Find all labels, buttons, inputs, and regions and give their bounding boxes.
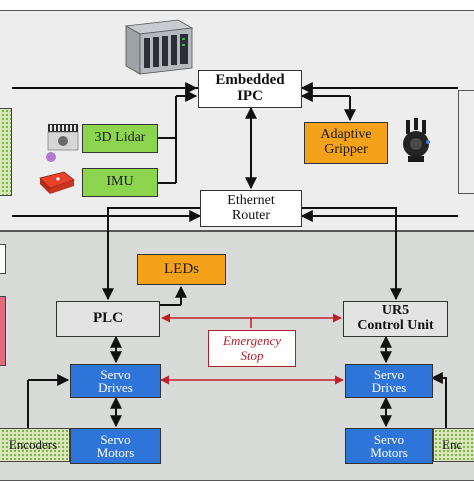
imu-node: IMU bbox=[82, 168, 158, 197]
servo-drives-left-node: Servo Drives bbox=[70, 364, 161, 398]
plc-node: PLC bbox=[56, 301, 160, 337]
industrial-pc-icon bbox=[124, 19, 194, 75]
adaptive-gripper-line2: Gripper bbox=[324, 142, 368, 157]
leds-label: LEDs bbox=[164, 260, 199, 277]
servo-motors-right-line2: Motors bbox=[370, 445, 408, 460]
leds-node: LEDs bbox=[137, 254, 226, 285]
ethernet-router-line1: Ethernet bbox=[227, 192, 275, 208]
imu-sensor-icon bbox=[39, 171, 75, 194]
lidar-sensor-icon bbox=[47, 124, 79, 151]
gripper-icon bbox=[403, 118, 430, 162]
adaptive-gripper-line1: Adaptive bbox=[320, 127, 372, 143]
ur5-line2: Control Unit bbox=[357, 318, 434, 333]
left-edge-white-box bbox=[0, 244, 6, 274]
imu-label: IMU bbox=[106, 174, 134, 190]
embedded-ipc-node: Embedded IPC bbox=[198, 70, 302, 108]
embedded-ipc-line1: Embedded bbox=[215, 72, 285, 89]
lidar-node: 3D Lidar bbox=[82, 124, 158, 153]
encoders-right-node: Enc bbox=[433, 428, 474, 462]
servo-motors-right-line1: Servo bbox=[373, 432, 405, 447]
encoders-left-label: Encoders bbox=[8, 437, 58, 453]
servo-drives-left-line1: Servo bbox=[100, 367, 131, 382]
emergency-stop-line1: Emergency bbox=[223, 333, 281, 349]
left-edge-partial-box bbox=[0, 108, 12, 196]
servo-drives-left-line2: Drives bbox=[98, 380, 133, 395]
servo-drives-right-line2: Drives bbox=[371, 380, 407, 395]
servo-drives-right-node: Servo Drives bbox=[345, 364, 433, 398]
encoders-right-label: Enc bbox=[442, 437, 463, 453]
ur5-line1: UR5 bbox=[381, 303, 410, 319]
ethernet-router-node: Ethernet Router bbox=[200, 190, 302, 227]
encoders-left-node: Encoders bbox=[0, 428, 70, 462]
emergency-stop-node: Emergency Stop bbox=[208, 330, 296, 367]
lidar-cable-icon bbox=[46, 152, 56, 162]
embedded-ipc-line2: IPC bbox=[237, 88, 263, 104]
ethernet-router-line2: Router bbox=[231, 207, 271, 223]
plc-label: PLC bbox=[93, 310, 123, 327]
servo-motors-right-node: Servo Motors bbox=[345, 428, 433, 464]
emergency-stop-line2: Stop bbox=[240, 347, 264, 363]
right-edge-partial-box bbox=[458, 90, 474, 194]
left-edge-pink-box bbox=[0, 296, 6, 366]
servo-motors-left-node: Servo Motors bbox=[70, 428, 161, 464]
ur5-control-unit-node: UR5 Control Unit bbox=[343, 301, 448, 337]
servo-motors-left-line2: Motors bbox=[96, 445, 135, 460]
lidar-label: 3D Lidar bbox=[94, 130, 146, 146]
adaptive-gripper-node: Adaptive Gripper bbox=[304, 122, 388, 164]
servo-motors-left-line1: Servo bbox=[100, 432, 131, 447]
servo-drives-right-line1: Servo bbox=[373, 367, 405, 382]
